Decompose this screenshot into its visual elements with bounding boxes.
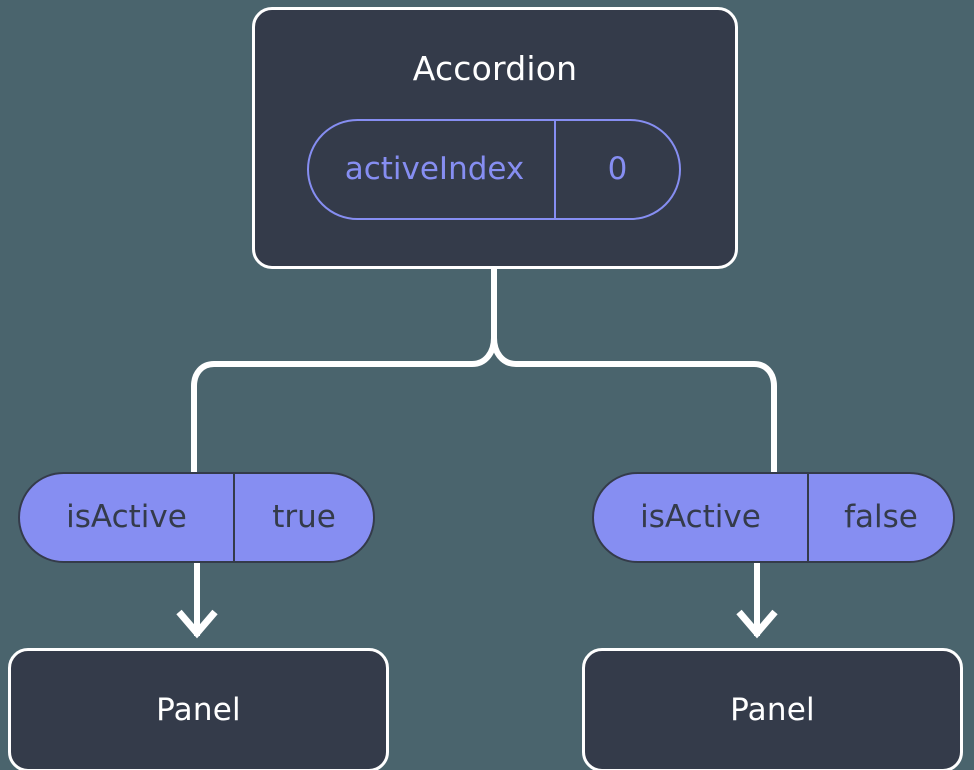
node-panel-right[interactable]: Panel: [582, 648, 963, 770]
prop-pill-is-active-true-key: isActive: [20, 474, 235, 561]
prop-pill-is-active-false-value: false: [844, 499, 918, 535]
prop-pill-is-active-true[interactable]: isActive true: [18, 472, 375, 563]
node-accordion-title: Accordion: [412, 49, 578, 88]
prop-badge-active-index-key: activeIndex: [309, 121, 556, 218]
prop-pill-is-active-false[interactable]: isActive false: [592, 472, 955, 563]
connector-branch-left: [191, 337, 497, 472]
connector-branch-right: [491, 337, 777, 472]
prop-badge-active-index-value: 0: [607, 151, 628, 187]
arrowhead-right-icon: [736, 609, 778, 639]
node-panel-left-title: Panel: [156, 691, 241, 728]
prop-badge-active-index[interactable]: activeIndex 0: [307, 119, 681, 220]
node-panel-right-title: Panel: [730, 691, 815, 728]
arrowhead-left-icon: [176, 609, 218, 639]
node-panel-left[interactable]: Panel: [8, 648, 389, 770]
prop-pill-is-active-true-value: true: [272, 499, 336, 535]
prop-pill-is-active-false-key: isActive: [594, 474, 809, 561]
